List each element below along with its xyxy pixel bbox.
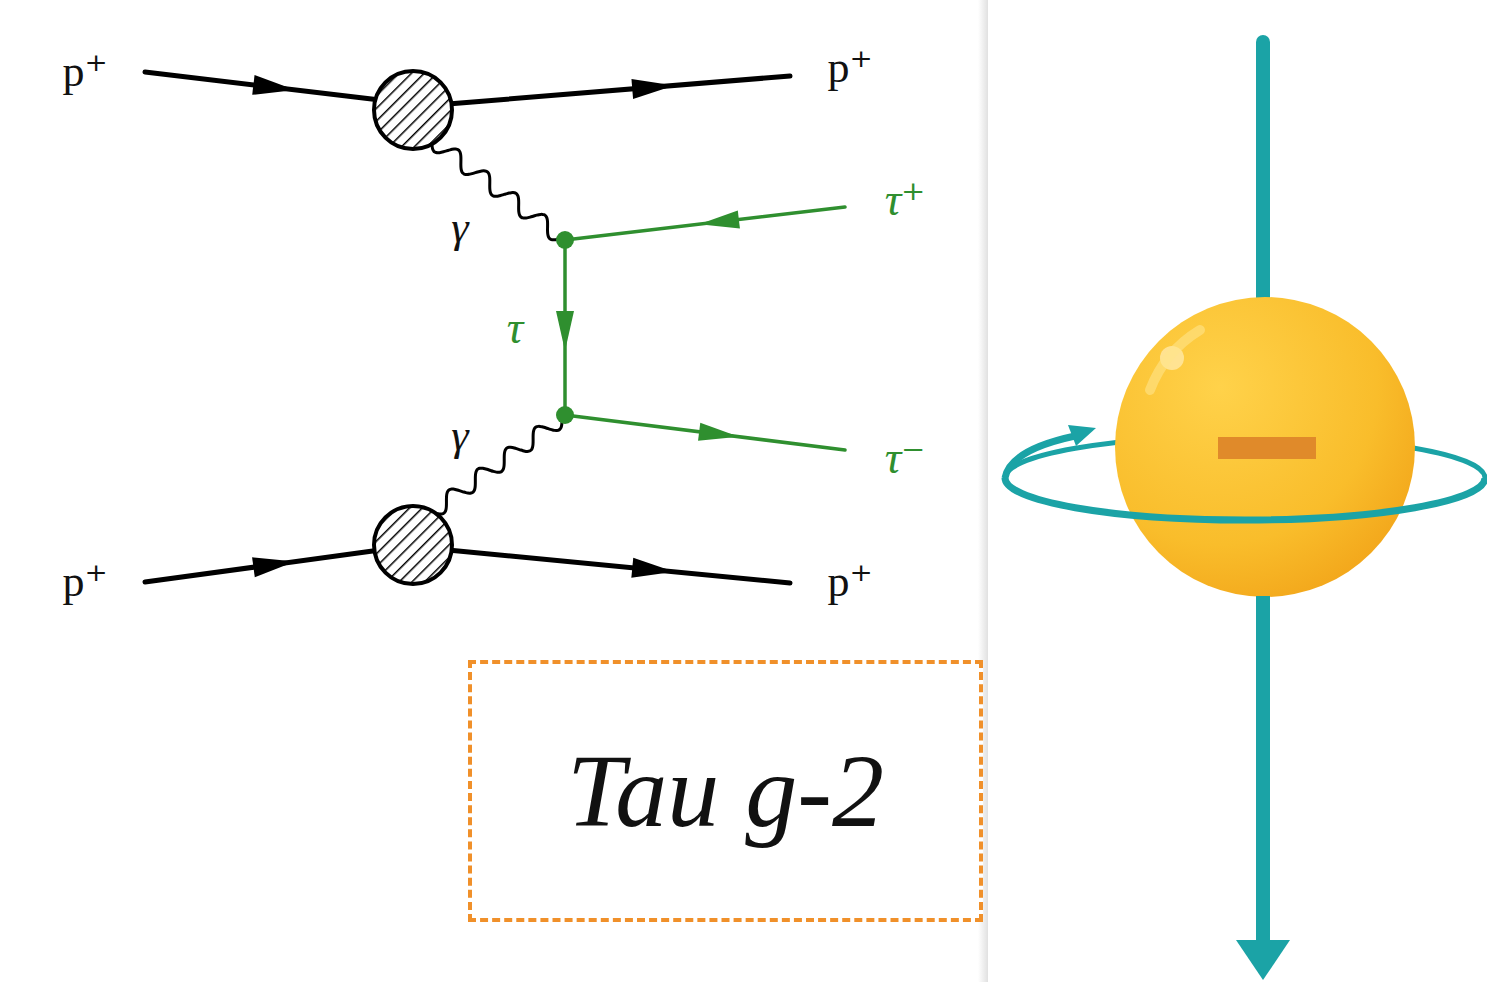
vertex-dot [556,231,574,249]
particle-label: p⁺ [62,50,107,94]
arrowhead [698,423,739,441]
tau-line [565,207,845,240]
arrowhead [556,311,574,351]
particle-label: τ⁺ [885,177,926,223]
arrowhead [631,79,674,99]
particle-label: τ [507,305,523,351]
arrowhead [252,75,295,95]
proton-line [145,550,380,582]
proton-line [448,550,790,583]
photon-label: γ [451,206,468,250]
photon-label: γ [451,414,468,458]
proton-vertex-blob [374,506,452,584]
particle-label: p⁺ [827,46,872,90]
vertex-dot [556,406,574,424]
title-text: Tau g-2 [567,734,884,848]
spin-illustration [978,0,1487,982]
particle-label: p⁺ [62,560,107,604]
title-box: Tau g-2 [468,660,983,922]
arrowhead [252,557,295,577]
tau-line [565,415,845,450]
particle-label: τ⁻ [885,435,926,481]
proton-vertex-blob [374,71,452,149]
arrowhead [699,211,740,229]
arrowhead [631,558,674,578]
proton-line [448,76,790,104]
feynman-diagram [145,71,845,584]
particle-label: p⁺ [827,560,872,604]
proton-line [145,72,380,100]
